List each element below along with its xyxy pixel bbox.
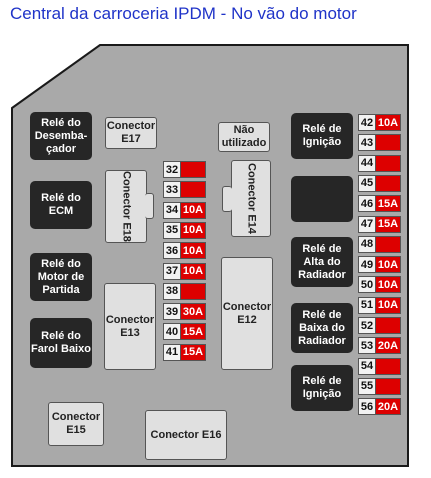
- connector-e17: Conector E17: [105, 117, 157, 149]
- fuse-42-number: 42: [358, 114, 376, 131]
- connector-e14: Conector E14: [231, 160, 271, 237]
- fuse-54-number: 54: [358, 357, 376, 375]
- fuse-50-number: 50: [358, 276, 376, 294]
- fuse-35: 10A: [180, 221, 206, 239]
- fuse-38: [180, 282, 206, 300]
- fuse-55: [375, 377, 401, 395]
- fuse-32-number: 32: [163, 161, 181, 178]
- fuse-56: 20A: [375, 398, 401, 416]
- fuse-34-number: 34: [163, 201, 181, 219]
- connector-e14-tab: [222, 186, 232, 212]
- connector-e15: Conector E15: [48, 402, 104, 446]
- fuse-33: [180, 181, 206, 199]
- fuse-39: 30A: [180, 303, 206, 321]
- fuse-37: 10A: [180, 262, 206, 280]
- fuse-51: 10A: [375, 296, 401, 314]
- fuse-45: [375, 174, 401, 192]
- fuse-44-number: 44: [358, 154, 376, 172]
- fuse-54: [375, 357, 401, 375]
- fuse-34: 10A: [180, 201, 206, 219]
- relay-ignition-1: Relé de Ignição: [291, 113, 353, 159]
- connector-e14-label: Conector E14: [245, 163, 258, 234]
- fuse-46-number: 46: [358, 195, 376, 213]
- fuse-51-number: 51: [358, 296, 376, 314]
- fuse-33-number: 33: [163, 181, 181, 199]
- fuse-46: 15A: [375, 195, 401, 213]
- relay-starter: Relé do Motor de Partida: [30, 253, 92, 301]
- fuse-37-number: 37: [163, 262, 181, 280]
- connector-e18: Conector E18: [105, 170, 147, 243]
- fuse-49-number: 49: [358, 256, 376, 274]
- fuse-49: 10A: [375, 256, 401, 274]
- fuse-35-number: 35: [163, 221, 181, 239]
- fuse-43-number: 43: [358, 134, 376, 152]
- fuse-55-number: 55: [358, 377, 376, 395]
- fuse-39-number: 39: [163, 303, 181, 321]
- fuse-52: [375, 317, 401, 334]
- fuse-53-number: 53: [358, 337, 376, 355]
- connector-e18-tab: [145, 193, 154, 219]
- fuse-47-number: 47: [358, 215, 376, 233]
- fuse-32: [180, 161, 206, 178]
- relay-ecm: Relé do ECM: [30, 181, 92, 229]
- relay-low-beam: Relé do Farol Baixo: [30, 318, 92, 368]
- fuse-50: 10A: [375, 276, 401, 294]
- fuse-47: 15A: [375, 215, 401, 233]
- fuse-56-number: 56: [358, 398, 376, 416]
- fuse-48: [375, 235, 401, 253]
- relay-radiator-low: Relé de Baixa do Radiador: [291, 303, 353, 353]
- fuse-48-number: 48: [358, 235, 376, 253]
- relay-radiator-high: Relé de Alta do Radiador: [291, 237, 353, 287]
- fuse-45-number: 45: [358, 174, 376, 192]
- fuse-40: 15A: [180, 323, 206, 341]
- fuse-40-number: 40: [163, 323, 181, 341]
- fuse-38-number: 38: [163, 282, 181, 300]
- fuse-41-number: 41: [163, 343, 181, 361]
- connector-not-used: Não utilizado: [218, 122, 270, 152]
- fuse-42: 10A: [375, 114, 401, 131]
- page-title: Central da carroceria IPDM - No vão do m…: [10, 4, 357, 23]
- fuse-43: [375, 134, 401, 152]
- connector-e12: Conector E12: [221, 257, 273, 370]
- fuse-36-number: 36: [163, 242, 181, 260]
- fuse-52-number: 52: [358, 317, 376, 334]
- connector-e13: Conector E13: [104, 283, 156, 370]
- relay-unlabeled: [291, 176, 353, 222]
- connector-e16: Conector E16: [145, 410, 227, 460]
- fuse-41: 15A: [180, 343, 206, 361]
- relay-defroster: Relé do Desemba- çador: [30, 112, 92, 160]
- fuse-44: [375, 154, 401, 172]
- fuse-36: 10A: [180, 242, 206, 260]
- fuse-53: 20A: [375, 337, 401, 355]
- relay-ignition-2: Relé de Ignição: [291, 365, 353, 411]
- connector-e18-label: Conector E18: [120, 171, 133, 242]
